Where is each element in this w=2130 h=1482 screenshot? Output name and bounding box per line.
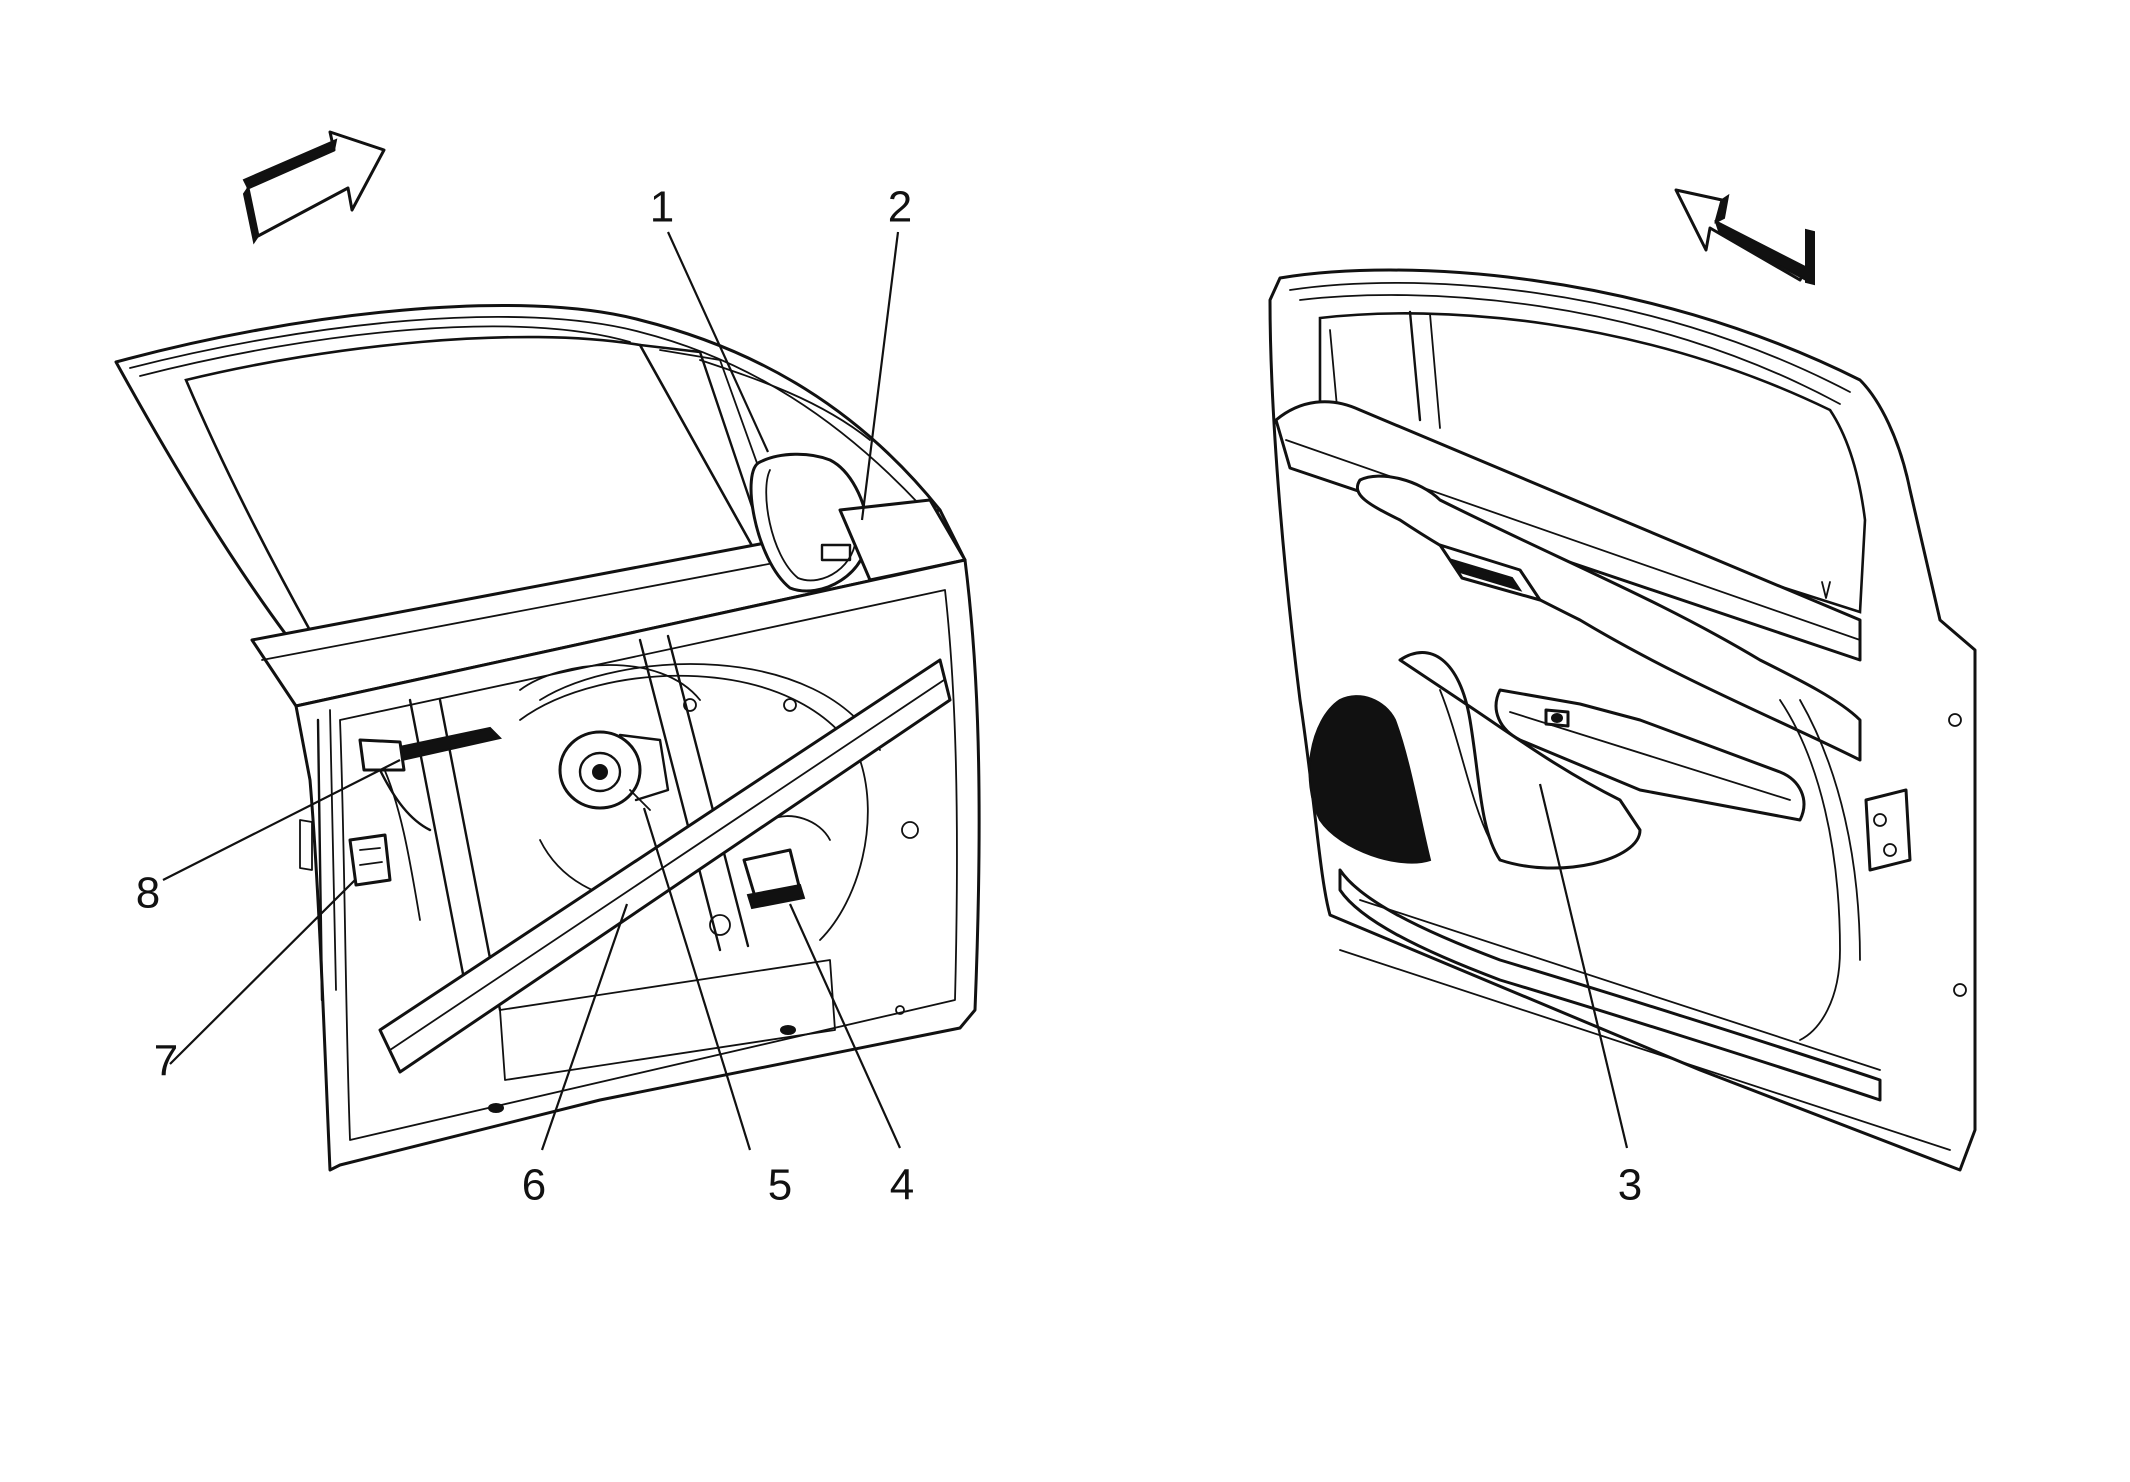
callout-2: 2 bbox=[888, 183, 912, 232]
leader-1 bbox=[666, 231, 770, 453]
leader-2 bbox=[860, 231, 900, 521]
right-door-window-glass bbox=[1318, 312, 1867, 614]
window-regulator-motor bbox=[558, 730, 670, 811]
callout-3: 3 bbox=[1618, 1161, 1642, 1210]
speaker-grille bbox=[1308, 695, 1432, 864]
left-door-window-glass bbox=[184, 335, 763, 636]
right-door-hinge bbox=[1864, 788, 1912, 872]
right-direction-arrow-icon bbox=[1674, 188, 1815, 286]
leader-4 bbox=[788, 903, 902, 1149]
callout-4: 4 bbox=[890, 1161, 914, 1210]
leader-5 bbox=[642, 807, 752, 1151]
window-switch-panel bbox=[1494, 688, 1806, 822]
left-door-clips bbox=[488, 698, 919, 1113]
left-direction-arrow-icon bbox=[242, 130, 386, 245]
leader-7 bbox=[169, 879, 356, 1065]
leader-lines bbox=[162, 231, 1629, 1151]
leader-3 bbox=[1538, 783, 1629, 1149]
callout-numbers: 1 2 3 4 5 6 7 8 bbox=[136, 183, 1642, 1210]
callout-8: 8 bbox=[136, 869, 160, 918]
callout-1: 1 bbox=[650, 183, 674, 232]
outside-mirror bbox=[749, 452, 967, 593]
door-latch bbox=[348, 833, 392, 887]
callout-5: 5 bbox=[768, 1161, 792, 1210]
leader-6 bbox=[540, 903, 629, 1151]
right-door-assembly bbox=[1268, 188, 1977, 1172]
door-lock-module bbox=[742, 815, 831, 910]
callout-6: 6 bbox=[522, 1161, 546, 1210]
callout-7: 7 bbox=[154, 1037, 178, 1086]
leader-8 bbox=[162, 759, 401, 881]
left-door-assembly bbox=[114, 130, 981, 1172]
